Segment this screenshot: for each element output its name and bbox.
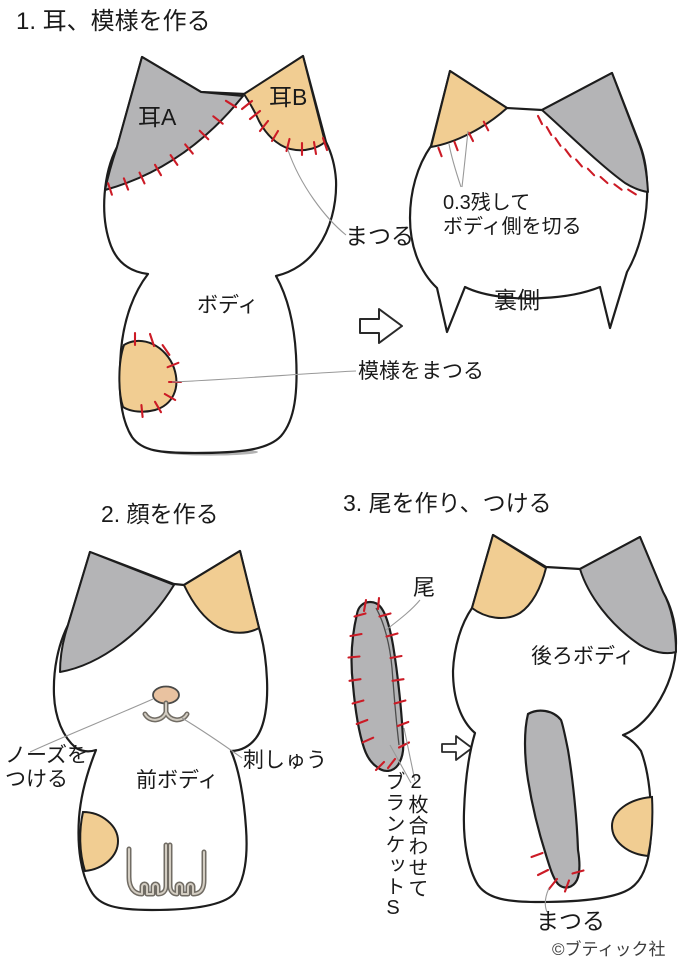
- back-body-label: 後ろボディ: [531, 645, 635, 668]
- tail-outline: [350, 600, 405, 772]
- arrow-right-icon: [359, 308, 403, 344]
- front-ear-tan-patch: [183, 550, 260, 634]
- body-label: ボディ: [197, 294, 259, 317]
- leader-nose: [29, 698, 154, 753]
- stitch-marks-tail: [347, 596, 411, 772]
- leader-matsuru: [287, 149, 347, 236]
- back-cat-ear-gray: [579, 536, 677, 655]
- step3-back-cat: [451, 533, 678, 913]
- stitch-marks-tail-attach: [530, 851, 585, 893]
- paw-embroidery: [126, 842, 207, 897]
- back-cat-tan-patch: [610, 795, 654, 858]
- blanket-stitch-label-line1: 2枚合わせて: [405, 771, 427, 899]
- copyright-notice: ©ブティック社: [552, 940, 666, 959]
- arrow-right-icon: [441, 735, 473, 761]
- matsuru-label-step1: まつる: [345, 223, 414, 249]
- tail-inner-seam: [375, 607, 400, 746]
- cut-note-line2: ボディ側を切る: [443, 216, 582, 238]
- seam-dashes-back: [437, 114, 637, 196]
- front-body-tan-patch: [79, 810, 120, 873]
- stitch-marks-body-patch: [133, 331, 183, 419]
- ear-a-label: 耳A: [138, 104, 177, 130]
- back-ear-gray: [541, 72, 649, 193]
- step1-front-cat: [103, 54, 357, 456]
- leader-blanket-1: [389, 744, 412, 784]
- leader-tail: [385, 599, 421, 631]
- stitch-marks-ear-a: [107, 99, 238, 196]
- step1-back-head: [408, 69, 649, 334]
- nose-label-line1: ノーズを: [5, 744, 88, 767]
- back-cat-ear-tan: [471, 534, 547, 620]
- front-body-label: 前ボディ: [136, 769, 219, 792]
- leader-pattern-matsuru: [171, 370, 357, 383]
- step1-title: 1. 耳、模様を作る: [16, 8, 211, 35]
- matsuru-label-step3: まつる: [536, 908, 605, 934]
- ear-a-gray-patch: [104, 56, 244, 191]
- back-cat-attached-tail: [523, 709, 581, 889]
- cut-note-line1: 0.3残して: [443, 192, 531, 214]
- embroidery-label: 刺しゅう: [243, 749, 327, 772]
- pattern-matsuru-label: 模様をまつる: [358, 360, 484, 383]
- mouth-embroidery: [142, 700, 190, 723]
- leader-cut-note-1: [448, 143, 462, 188]
- step3-title: 3. 尾を作り、つける: [343, 490, 552, 516]
- leader-matsuru-tail: [544, 887, 550, 913]
- step2-front-cat: [29, 549, 269, 912]
- nose-label-line2: つける: [5, 768, 68, 791]
- step2-title: 2. 顔を作る: [101, 501, 219, 527]
- front-ear-gray-patch: [59, 551, 175, 673]
- tail-label: 尾: [413, 575, 436, 600]
- step3-tail-piece: [347, 596, 421, 784]
- back-side-label: 裏側: [494, 287, 540, 313]
- leader-cut-note-2: [461, 130, 469, 188]
- body-tan-patch: [118, 339, 178, 413]
- ear-b-label: 耳B: [269, 84, 308, 110]
- leader-embroidery: [181, 717, 243, 759]
- stitch-marks-ear-b: [240, 99, 329, 157]
- leader-blanket-2: [403, 727, 416, 782]
- blanket-stitch-label-line2: ブランケットS: [382, 771, 404, 920]
